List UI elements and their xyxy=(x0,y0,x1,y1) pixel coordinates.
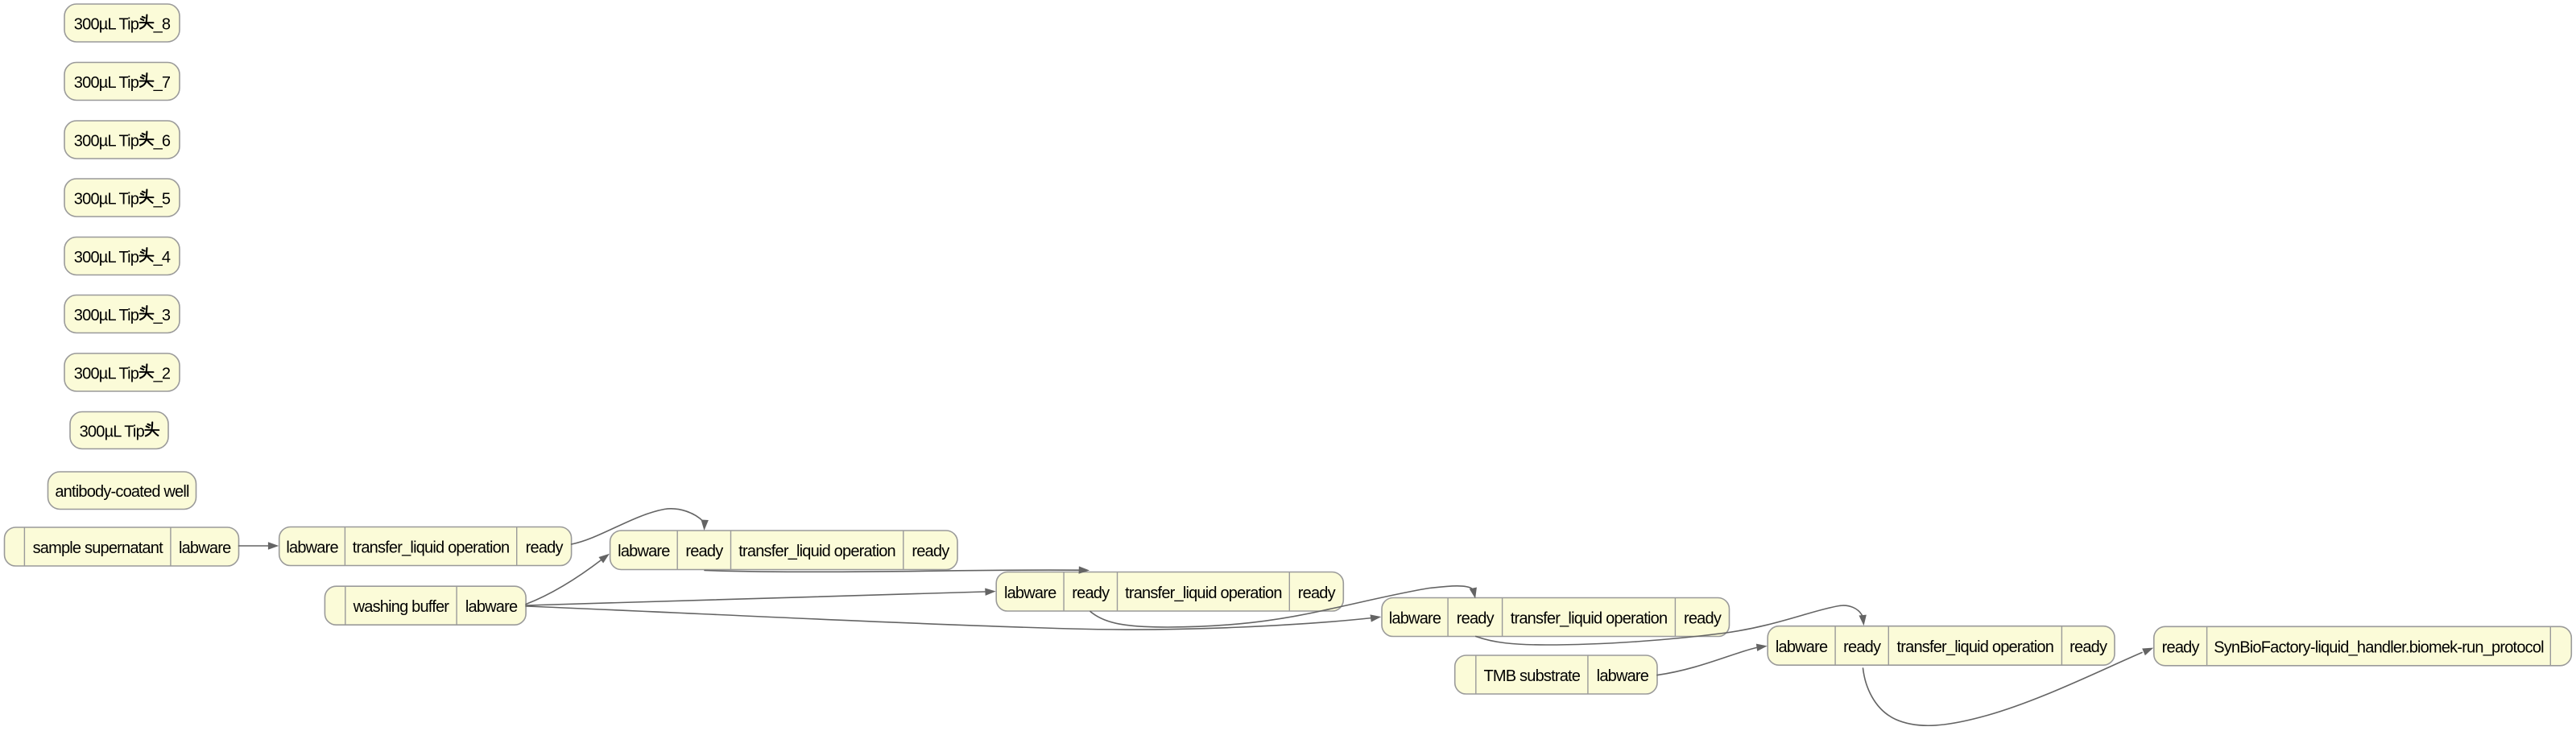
svg-text:transfer_liquid operation: transfer_liquid operation xyxy=(1511,610,1668,628)
svg-text:ready: ready xyxy=(1843,638,1881,656)
svg-text:TMB substrate: TMB substrate xyxy=(1483,667,1580,685)
svg-text:_5: _5 xyxy=(153,191,171,209)
svg-text:_3: _3 xyxy=(153,307,171,324)
svg-text:labware: labware xyxy=(179,539,231,557)
svg-text:ready: ready xyxy=(2069,638,2107,656)
svg-text:300µL Tip: 300µL Tip xyxy=(80,423,145,441)
svg-text:transfer_liquid operation: transfer_liquid operation xyxy=(738,543,895,560)
svg-text:_4: _4 xyxy=(153,249,171,266)
svg-text:_7: _7 xyxy=(153,74,171,92)
svg-text:transfer_liquid operation: transfer_liquid operation xyxy=(1125,584,1282,602)
svg-text:ready: ready xyxy=(526,539,564,557)
svg-text:ready: ready xyxy=(912,543,949,560)
svg-text:washing buffer: washing buffer xyxy=(353,598,450,616)
svg-text:ready: ready xyxy=(2162,639,2200,657)
svg-text:300µL Tip: 300µL Tip xyxy=(74,191,139,209)
svg-text:_2: _2 xyxy=(153,366,171,383)
svg-text:ready: ready xyxy=(1457,610,1495,628)
svg-text:ready: ready xyxy=(685,543,723,560)
svg-text:labware: labware xyxy=(1597,667,1649,685)
svg-text:antibody-coated well: antibody-coated well xyxy=(55,483,189,501)
svg-text:sample supernatant: sample supernatant xyxy=(33,539,164,557)
svg-text:transfer_liquid operation: transfer_liquid operation xyxy=(353,539,510,557)
svg-text:labware: labware xyxy=(1389,610,1441,628)
svg-text:ready: ready xyxy=(1072,584,1110,602)
svg-text:transfer_liquid operation: transfer_liquid operation xyxy=(1897,638,2054,656)
svg-text:300µL Tip: 300µL Tip xyxy=(74,133,139,151)
svg-text:labware: labware xyxy=(1776,638,1828,656)
svg-text:labware: labware xyxy=(618,543,670,560)
svg-text:ready: ready xyxy=(1298,584,1336,602)
svg-text:_8: _8 xyxy=(153,16,171,34)
svg-text:300µL Tip: 300µL Tip xyxy=(74,74,139,92)
svg-text:300µL Tip: 300µL Tip xyxy=(74,249,139,266)
svg-text:300µL Tip: 300µL Tip xyxy=(74,366,139,383)
svg-text:labware: labware xyxy=(286,539,338,557)
svg-text:labware: labware xyxy=(465,598,518,616)
svg-text:labware: labware xyxy=(1004,584,1056,602)
svg-text:300µL Tip: 300µL Tip xyxy=(74,16,139,34)
svg-text:_6: _6 xyxy=(153,133,171,151)
svg-text:ready: ready xyxy=(1684,610,1722,628)
svg-text:300µL Tip: 300µL Tip xyxy=(74,307,139,324)
svg-text:SynBioFactory-liquid_handler.b: SynBioFactory-liquid_handler.biomek-run_… xyxy=(2214,639,2544,657)
